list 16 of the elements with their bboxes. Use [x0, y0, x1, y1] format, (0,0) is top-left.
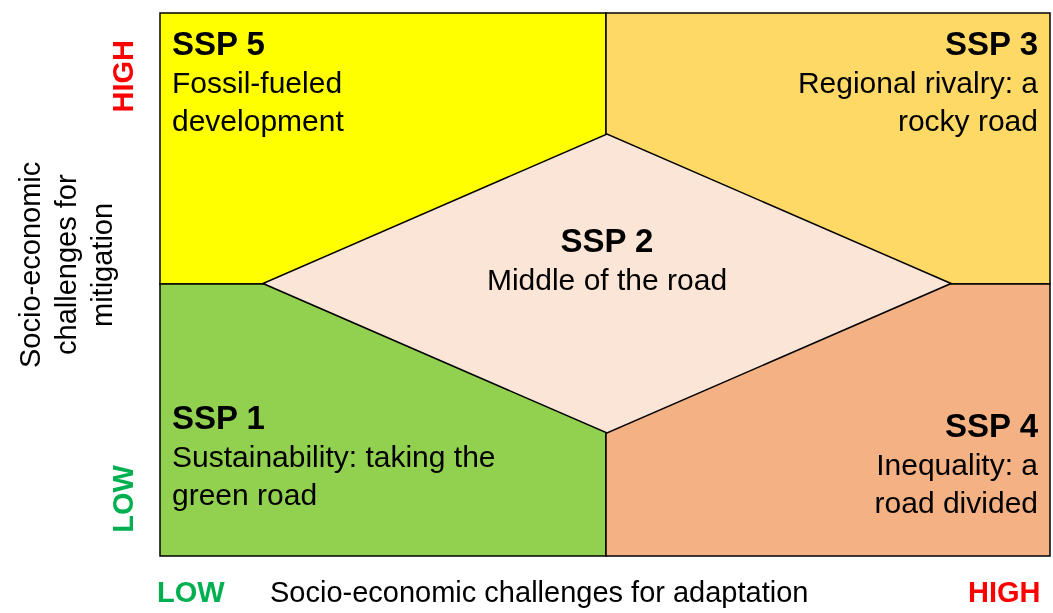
scenario-description: Sustainability: taking the green road	[172, 439, 497, 513]
axis-title: Socio-economic challenges for mitigation	[13, 160, 119, 371]
axis-title: Socio-economic challenges for adaptation	[270, 575, 809, 609]
axis-end-label: LOW	[106, 465, 140, 533]
scenario-title: SSP 1	[172, 398, 265, 438]
scenario-title: SSP 5	[172, 24, 265, 64]
scenario-description: Fossil-fueled development	[172, 65, 345, 139]
scenario-title: SSP 4	[945, 406, 1038, 446]
axis-end-label: HIGH	[968, 575, 1041, 609]
scenario-title: SSP 3	[945, 24, 1038, 64]
scenario-title: SSP 2	[560, 221, 654, 261]
scenario-description: Middle of the road	[486, 262, 728, 298]
scenario-description: Inequality: a road divided	[873, 447, 1038, 521]
axis-end-label: HIGH	[106, 40, 140, 113]
axis-end-label: LOW	[157, 575, 225, 609]
scenario-description: Regional rivalry: a rocky road	[796, 65, 1038, 139]
